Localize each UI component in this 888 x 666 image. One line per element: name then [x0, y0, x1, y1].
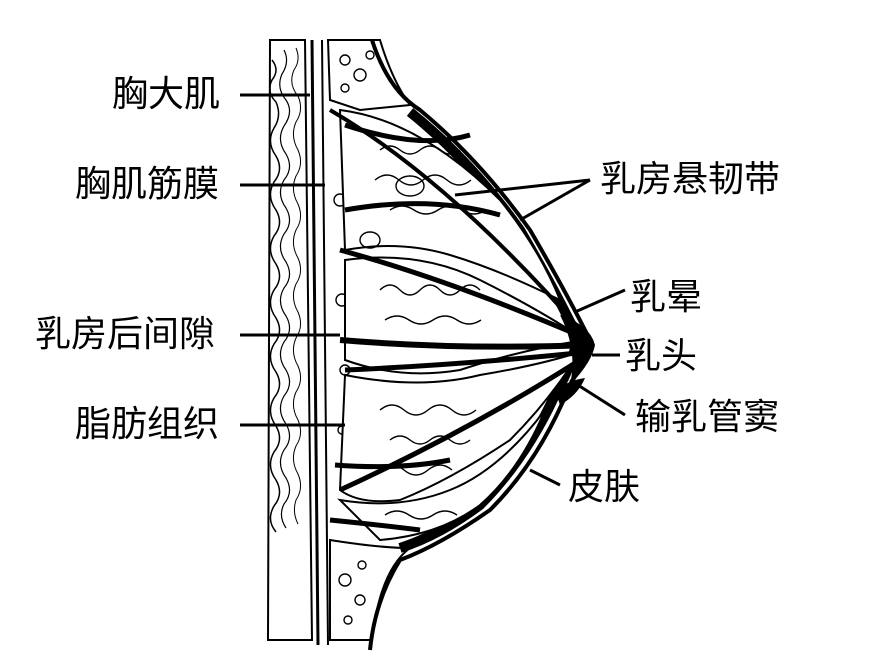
leader-areola — [574, 288, 626, 314]
leader-lactiferous-sinus — [569, 378, 626, 417]
label-lactiferous-sinus: 输乳管窦 — [635, 397, 780, 438]
leader-suspensory-2 — [519, 178, 591, 222]
leader-suspensory-1 — [454, 178, 591, 197]
leader-skin — [529, 468, 561, 487]
leader-lines — [240, 93, 626, 487]
label-pectoral-fascia: 胸肌筋膜 — [75, 164, 220, 205]
pectoral-fascia-lines — [310, 39, 329, 646]
label-retromammary-space: 乳房后间隙 — [35, 314, 216, 355]
pectoralis-major-muscle — [266, 39, 314, 641]
label-nipple: 乳头 — [625, 336, 698, 377]
label-suspensory-ligaments: 乳房悬韧带 — [600, 159, 781, 200]
label-adipose-tissue: 脂肪组织 — [75, 404, 220, 445]
label-skin: 皮肤 — [568, 467, 641, 508]
label-pectoralis-major: 胸大肌 — [112, 74, 221, 115]
suspensory-ligaments — [329, 122, 501, 533]
label-areola: 乳晕 — [630, 277, 703, 318]
